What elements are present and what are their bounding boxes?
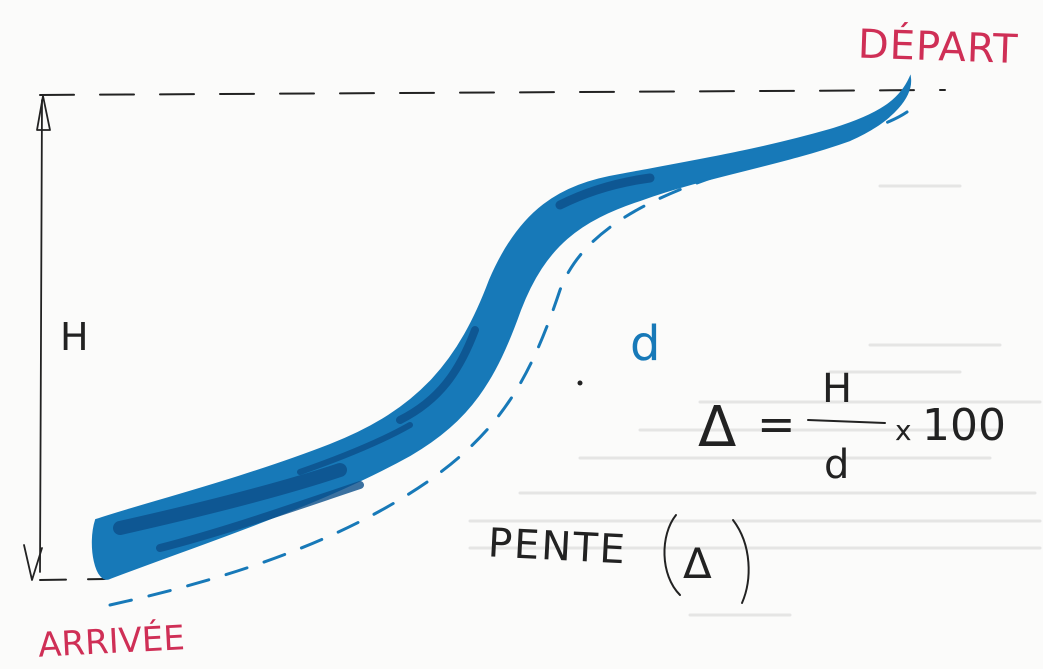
formula-lhs: Δ (698, 395, 736, 460)
bottom-reference-line (39, 578, 106, 581)
formula-times: x (895, 414, 912, 447)
top-reference-line (39, 89, 946, 96)
slope-caption-close-paren (732, 519, 750, 604)
slope-caption-open-paren (663, 514, 681, 596)
height-label: H (60, 315, 89, 359)
river-body (91, 74, 912, 580)
start-label: DÉPART (857, 20, 1019, 74)
formula-factor: 100 (922, 400, 1006, 451)
height-arrow (23, 95, 51, 581)
formula-denominator: d (824, 442, 849, 488)
river-ink-streaks (113, 173, 655, 552)
height-arrow-top-head (36, 95, 51, 131)
formula-equals: = (757, 397, 796, 451)
slope-caption-word: PENTE (487, 520, 628, 573)
pencil-dot (577, 380, 583, 386)
distance-label: d (630, 316, 660, 372)
slope-caption-symbol: Δ (683, 539, 712, 588)
height-arrow-bottom-head (23, 544, 43, 581)
formula-numerator: H (822, 366, 852, 412)
slope-caption: PENTE Δ (487, 514, 750, 604)
formula-fraction-bar (807, 419, 886, 424)
finish-label: ARRIVÉE (37, 617, 186, 666)
slope-formula: Δ = H d x 100 (698, 366, 1006, 488)
paper-bleed-through (468, 184, 1042, 617)
